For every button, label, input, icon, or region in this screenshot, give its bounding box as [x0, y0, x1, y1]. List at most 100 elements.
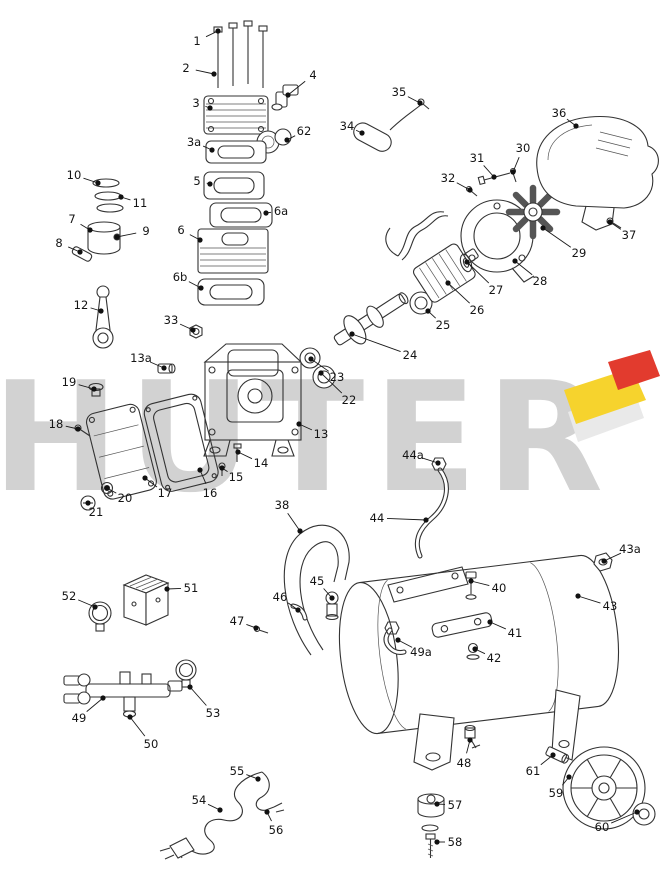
- valve-plate-drawing: [205, 140, 267, 164]
- part-dot-56: [264, 809, 270, 815]
- part-label-16: 16: [203, 486, 218, 500]
- part-label-61: 61: [526, 764, 541, 778]
- part-dot-4: [285, 92, 291, 98]
- part-dot-22: [318, 370, 324, 376]
- part-label-6a: 6a: [274, 204, 288, 218]
- logo-red-ribbon: [608, 350, 660, 390]
- part-label-43: 43: [603, 599, 618, 613]
- piston-drawing: [87, 221, 121, 255]
- part-dot-33: [190, 327, 196, 333]
- part-dot-47: [253, 625, 259, 631]
- bolt-31-drawing: [477, 172, 511, 186]
- part-label-20: 20: [118, 491, 133, 505]
- crankcase-cover-drawing: [85, 403, 157, 500]
- bearing-25-drawing: [409, 291, 433, 315]
- part-label-6: 6: [177, 223, 184, 237]
- part-label-31: 31: [470, 151, 485, 165]
- part-dot-11: [118, 194, 124, 200]
- part-dot-44: [423, 517, 429, 523]
- leader-line-61: [540, 754, 554, 766]
- part-label-50: 50: [144, 737, 159, 751]
- wheel-drawing: [562, 746, 646, 830]
- part-dot-44a: [435, 460, 441, 466]
- part-label-59: 59: [549, 786, 564, 800]
- leader-line-9: [116, 232, 137, 238]
- part-dot-18: [75, 426, 81, 432]
- part-dot-49a: [395, 637, 401, 643]
- part-label-25: 25: [436, 318, 451, 332]
- part-label-29: 29: [572, 246, 587, 260]
- part-dot-21: [85, 500, 91, 506]
- leader-line-38: [287, 512, 301, 532]
- part-dot-49: [100, 695, 106, 701]
- part-dot-26: [445, 280, 451, 286]
- manifold-drawing: [63, 671, 183, 718]
- part-dot-41: [487, 619, 493, 625]
- leader-line-29: [542, 227, 572, 248]
- part-label-44a: 44a: [402, 448, 424, 462]
- fan-drawing: [505, 184, 561, 240]
- leader-line-41: [489, 621, 507, 630]
- leader-line-26: [447, 282, 470, 304]
- part-label-7: 7: [68, 212, 75, 226]
- leader-line-24: [351, 333, 401, 353]
- part-label-46: 46: [273, 590, 288, 604]
- plate-41-drawing: [431, 612, 493, 638]
- part-dot-1: [215, 28, 221, 34]
- cylinder-gasket-top-drawing: [209, 202, 273, 228]
- part-label-49a: 49a: [410, 645, 432, 659]
- part-dot-8: [77, 249, 83, 255]
- leader-line-28: [514, 260, 533, 276]
- part-dot-12: [98, 308, 104, 314]
- part-label-32: 32: [441, 171, 456, 185]
- part-dot-29: [540, 225, 546, 231]
- part-dot-25: [425, 308, 431, 314]
- part-label-57: 57: [448, 798, 463, 812]
- part-dot-36: [573, 123, 579, 129]
- part-label-10: 10: [67, 168, 82, 182]
- part-dot-20: [104, 485, 110, 491]
- crankcase-drawing: [203, 343, 303, 457]
- part-dot-3: [207, 105, 213, 111]
- part-label-13a: 13a: [130, 351, 152, 365]
- part-label-36: 36: [552, 106, 567, 120]
- part-label-30: 30: [516, 141, 531, 155]
- leader-line-44a: [422, 457, 439, 464]
- part-label-43a: 43a: [619, 542, 641, 556]
- part-label-22: 22: [342, 393, 357, 407]
- part-dot-43: [575, 593, 581, 599]
- part-dot-31: [491, 174, 497, 180]
- part-dot-34: [359, 130, 365, 136]
- part-dot-27: [464, 259, 470, 265]
- part-dot-38: [297, 528, 303, 534]
- part-dot-61: [550, 752, 556, 758]
- part-label-35: 35: [392, 85, 407, 99]
- part-dot-16: [197, 467, 203, 473]
- leader-line-50: [129, 716, 146, 737]
- part-label-54: 54: [192, 793, 207, 807]
- part-label-1: 1: [193, 34, 200, 48]
- fitting-13a-drawing: [157, 363, 176, 374]
- part-dot-46: [295, 607, 301, 613]
- part-dot-53: [187, 684, 193, 690]
- leader-line-40: [470, 580, 490, 587]
- part-dot-5: [207, 181, 213, 187]
- part-label-9: 9: [142, 224, 149, 238]
- wiring-drawing: [385, 211, 449, 261]
- hubcap-drawing: [632, 802, 656, 826]
- motor-cover-drawing: [536, 115, 659, 231]
- part-label-17: 17: [158, 486, 173, 500]
- part-dot-43a: [601, 558, 607, 564]
- leader-line-52: [78, 599, 96, 608]
- leader-line-44: [386, 517, 427, 521]
- part-dot-23: [308, 356, 314, 362]
- leader-line-4: [287, 80, 306, 96]
- part-label-52: 52: [62, 589, 77, 603]
- part-dot-59: [566, 774, 572, 780]
- part-label-53: 53: [206, 706, 221, 720]
- part-label-41: 41: [508, 626, 523, 640]
- part-dot-2: [211, 71, 217, 77]
- part-label-24: 24: [403, 348, 418, 362]
